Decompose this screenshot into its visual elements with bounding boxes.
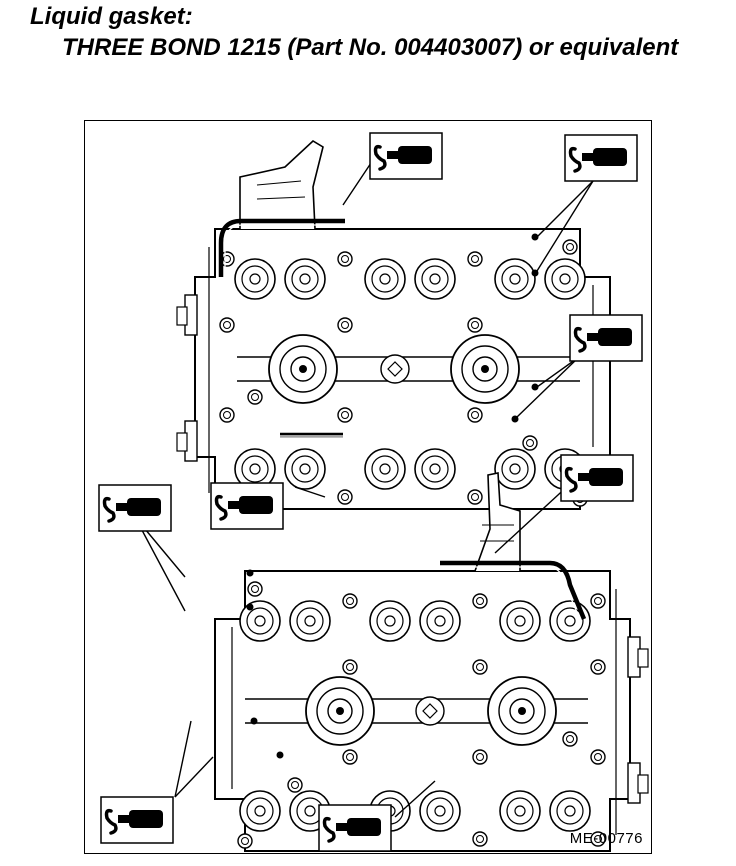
figure-code: ME-00776 bbox=[569, 830, 643, 847]
sealant-callout bbox=[559, 453, 635, 503]
sealant-callout bbox=[568, 313, 644, 363]
figure-frame: ME-00776 bbox=[84, 120, 652, 854]
sealant-callout bbox=[317, 803, 393, 853]
sealant-callout bbox=[368, 131, 444, 181]
sealant-callout bbox=[97, 483, 173, 533]
heading: Liquid gasket: bbox=[30, 3, 193, 30]
sealant-spec: THREE BOND 1215 (Part No. 004403007) or … bbox=[62, 34, 679, 61]
sealant-callout bbox=[563, 133, 639, 183]
sealant-callout bbox=[99, 795, 175, 845]
cylinder-head-diagram bbox=[97, 131, 653, 853]
sealant-callout bbox=[209, 481, 285, 531]
